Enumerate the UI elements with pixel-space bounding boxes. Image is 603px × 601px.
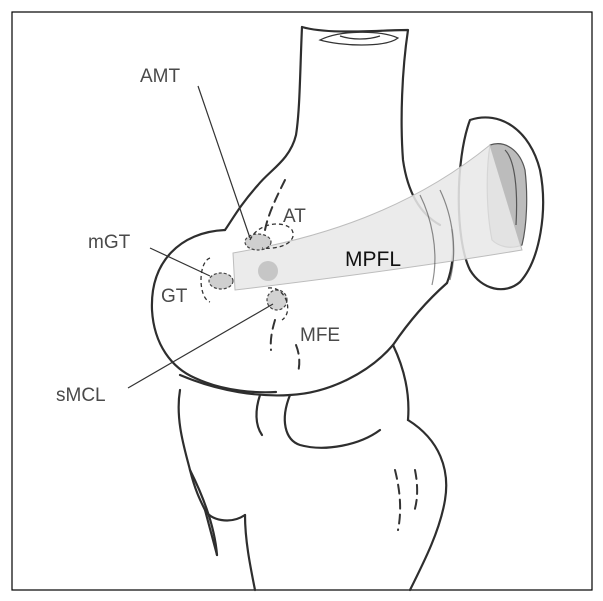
mgt-attachment <box>209 273 233 289</box>
figure-border <box>12 12 592 590</box>
label-smcl: sMCL <box>56 385 106 406</box>
mpfl-femoral-footprint <box>258 261 278 281</box>
label-amt: AMT <box>140 66 181 87</box>
label-mfe: MFE <box>300 325 340 346</box>
tibia <box>179 345 447 590</box>
label-gt: GT <box>161 286 188 307</box>
label-mpfl: MPFL <box>345 248 401 271</box>
mfe-attachment <box>267 290 287 310</box>
label-at: AT <box>283 206 306 227</box>
label-mgt: mGT <box>88 232 131 253</box>
